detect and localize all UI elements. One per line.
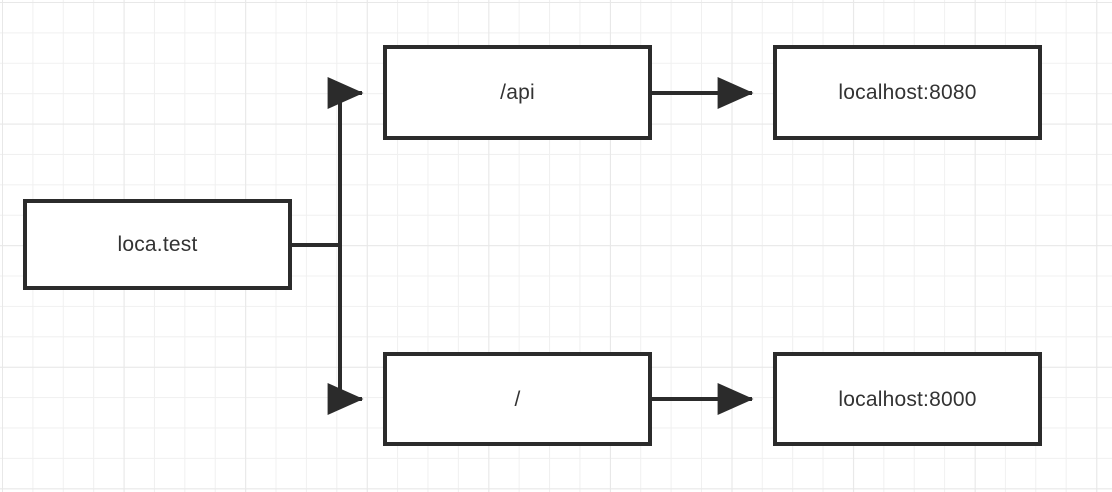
node-path-api-label: /api [500,81,535,104]
node-host[interactable]: loca.test [23,199,292,290]
node-host-label: loca.test [117,233,198,256]
node-upstream-8080[interactable]: localhost:8080 [773,45,1042,140]
node-upstream-8080-label: localhost:8080 [838,81,977,104]
node-path-root-label: / [514,387,521,411]
node-upstream-8000[interactable]: localhost:8000 [773,352,1042,446]
node-path-api[interactable]: /api [383,45,652,140]
node-upstream-8000-label: localhost:8000 [838,387,977,411]
node-path-root[interactable]: / [383,352,652,446]
